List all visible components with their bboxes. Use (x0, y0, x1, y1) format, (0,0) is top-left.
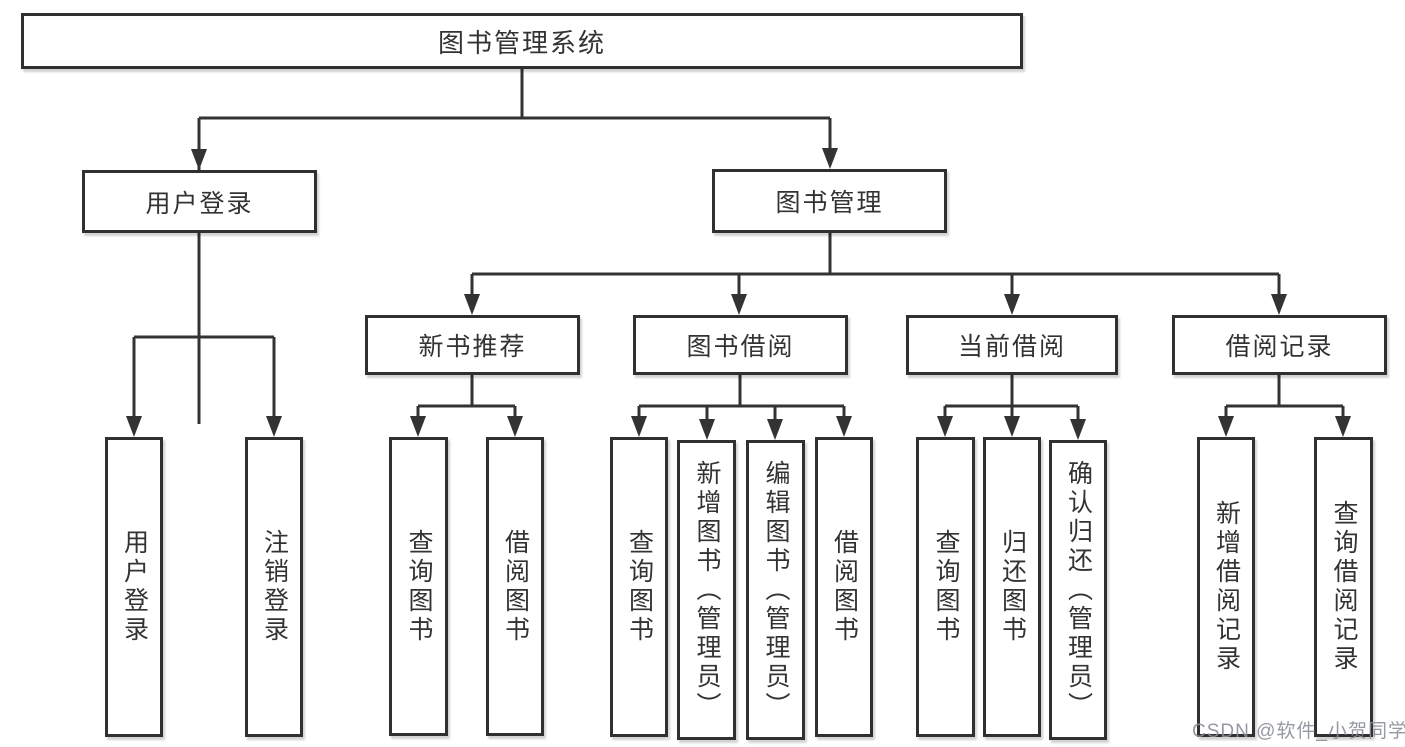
node-borrowing-records: 借阅记录 (1172, 315, 1387, 375)
leaf-query-borrow-record: 查询借阅记录 (1314, 437, 1373, 737)
node-book-management: 图书管理 (712, 169, 947, 233)
arrowhead-icon (1218, 416, 1234, 437)
arrowhead-icon (1004, 416, 1020, 437)
csdn-watermark: CSDN @软件_小贺同学 (1192, 721, 1405, 742)
node-user-login: 用户登录 (82, 170, 317, 233)
leaf-add-borrow-record: 新增借阅记录 (1197, 437, 1255, 737)
leaf-borrow-books-1: 借阅图书 (486, 437, 544, 736)
leaf-borrow-books-2: 借阅图书 (815, 437, 873, 737)
arrowhead-icon (507, 416, 523, 437)
leaf-edit-books-admin: 编辑图书（管理员） (746, 440, 805, 740)
node-current-borrowing: 当前借阅 (906, 315, 1118, 375)
leaf-confirm-return-admin: 确认归还（管理员） (1049, 440, 1107, 740)
arrowhead-icon (699, 419, 715, 440)
leaf-logout: 注销登录 (245, 437, 303, 737)
node-root: 图书管理系统 (21, 13, 1023, 69)
arrowhead-icon (822, 148, 838, 169)
leaf-query-books-3: 查询图书 (916, 437, 975, 737)
arrowhead-icon (767, 419, 783, 440)
node-book-borrowing: 图书借阅 (633, 315, 848, 375)
arrowhead-icon (410, 416, 426, 437)
arrowhead-icon (836, 416, 852, 437)
node-new-book-recommend: 新书推荐 (365, 315, 580, 375)
arrowhead-icon (1070, 419, 1086, 440)
leaf-query-books-2: 查询图书 (610, 437, 668, 737)
arrowhead-icon (1271, 294, 1287, 315)
arrowhead-icon (731, 294, 747, 315)
arrowhead-icon (266, 416, 282, 437)
leaf-add-books-admin: 新增图书（管理员） (677, 440, 736, 740)
leaf-user-login: 用户登录 (105, 437, 163, 737)
leaf-query-books-1: 查询图书 (389, 437, 448, 736)
leaf-return-books: 归还图书 (983, 437, 1041, 737)
arrowhead-icon (191, 149, 207, 170)
arrowhead-icon (1004, 294, 1020, 315)
arrowhead-icon (126, 416, 142, 437)
arrowhead-icon (937, 416, 953, 437)
arrowhead-icon (464, 294, 480, 315)
arrowhead-icon (631, 416, 647, 437)
arrowhead-icon (1335, 416, 1351, 437)
